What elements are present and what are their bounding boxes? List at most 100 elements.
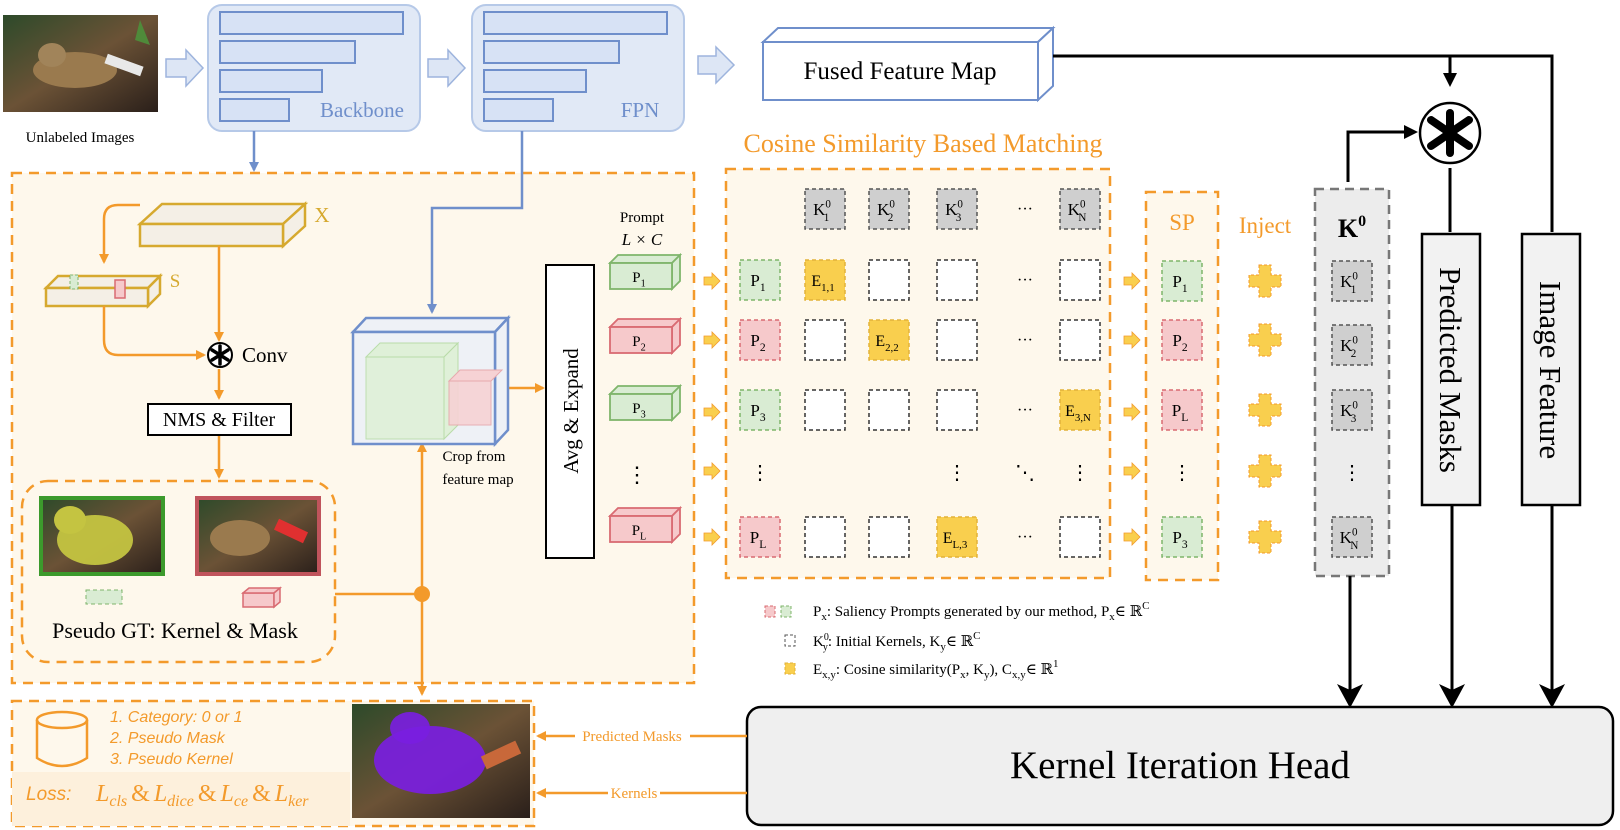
inject-label: Inject bbox=[1239, 213, 1292, 238]
matching-title: Cosine Similarity Based Matching bbox=[744, 129, 1103, 158]
inject-icon-5 bbox=[1248, 520, 1282, 554]
legend-line-3: Ex,y: Cosine similarity(Px, Ky), Cx,y∈ ℝ… bbox=[813, 658, 1059, 681]
loss-band bbox=[12, 772, 350, 826]
matching-prompt-2 bbox=[739, 319, 781, 361]
matching-vdots-col3: ⋮ bbox=[947, 462, 967, 484]
match-cell-2-1 bbox=[804, 319, 846, 361]
match-cell-3-3 bbox=[936, 389, 978, 431]
k0-region bbox=[1313, 187, 1391, 578]
match-cell-1-1 bbox=[804, 259, 846, 301]
row-arrow-5-2 bbox=[1123, 528, 1141, 546]
row-hdots-2: ··· bbox=[1017, 332, 1033, 349]
loss-item-1: 1. Category: 0 or 1 bbox=[110, 709, 243, 726]
matching-prompt-1 bbox=[739, 259, 781, 301]
legend-line-1: Px: Saliency Prompts generated by our me… bbox=[813, 600, 1149, 623]
row-arrows bbox=[703, 272, 1141, 546]
matching-ddots: ⋱ bbox=[1015, 462, 1035, 484]
loss-prefix: Loss: bbox=[26, 784, 71, 805]
loss-items: 1. Category: 0 or 1 2. Pseudo Mask 3. Ps… bbox=[109, 709, 243, 768]
prompt-title: Prompt bbox=[620, 210, 665, 226]
fpn-block bbox=[471, 4, 685, 132]
prompt-label-1: P1 bbox=[632, 270, 645, 290]
left-orange-connectors bbox=[99, 203, 545, 696]
image-feature-label: Image Feature bbox=[1533, 281, 1568, 459]
matching-vdots-colN: ⋮ bbox=[1070, 462, 1090, 484]
x-label: X bbox=[314, 203, 329, 227]
pseudo-kernel-green bbox=[85, 589, 123, 605]
row-arrow-2-1 bbox=[703, 331, 721, 349]
predicted-masks-label: Predicted Masks bbox=[1433, 267, 1468, 473]
matching-prompt-label-4: PL bbox=[750, 528, 767, 551]
match-cell-3-4 bbox=[1059, 389, 1101, 431]
conv-icon bbox=[207, 342, 233, 368]
match-cell-4-3 bbox=[936, 516, 978, 558]
prompt-cube-1: P1 bbox=[607, 252, 683, 292]
sp-region bbox=[1144, 190, 1220, 582]
avg-expand-label: Avg & Expand bbox=[559, 348, 583, 474]
predicted-masks-box bbox=[1420, 232, 1482, 507]
row-arrow-4-1 bbox=[703, 462, 721, 480]
matching-vdots-prompt: ⋮ bbox=[750, 462, 770, 484]
fused-label: Fused Feature Map bbox=[803, 58, 996, 85]
legend: Px: Saliency Prompts generated by our me… bbox=[764, 600, 1149, 681]
head-label: Kernel Iteration Head bbox=[1010, 744, 1350, 787]
predicted-mask-image bbox=[352, 704, 530, 818]
x-feature-box bbox=[136, 201, 309, 249]
kernel-iteration-head bbox=[745, 705, 1615, 827]
row-arrow-2-2 bbox=[1123, 331, 1141, 349]
crop-label-line2: feature map bbox=[442, 472, 513, 488]
k0-item-1 bbox=[1331, 260, 1373, 302]
hollow-arrow-3 bbox=[697, 45, 736, 85]
fused-feature-map bbox=[760, 25, 1056, 103]
match-cell-1-2 bbox=[868, 259, 910, 301]
s-label: S bbox=[170, 271, 181, 292]
matching-prompt-label-1: P1 bbox=[750, 271, 765, 294]
similarity-label-1: E1,1 bbox=[811, 273, 834, 294]
pseudo-mask-image-green bbox=[39, 496, 165, 576]
match-cell-4-4 bbox=[1059, 516, 1101, 558]
k0-item-4 bbox=[1331, 516, 1373, 558]
prompt-label-2: P2 bbox=[632, 334, 645, 354]
prompt-vdots: ⋮ bbox=[626, 462, 648, 487]
kernel-header-3 bbox=[936, 188, 978, 230]
prompt-cube-2: P2 bbox=[607, 316, 683, 356]
kernel-header-2 bbox=[868, 188, 910, 230]
junction-dot bbox=[414, 586, 430, 602]
matching-prompt-label-2: P2 bbox=[750, 331, 765, 354]
row-arrow-1-1 bbox=[703, 272, 721, 290]
kernels-arrow-label-bg bbox=[608, 783, 660, 801]
match-cell-1-3 bbox=[936, 259, 978, 301]
row-hdots-4: ··· bbox=[1017, 529, 1033, 546]
row-arrow-5-1 bbox=[703, 528, 721, 546]
backbone-label: Backbone bbox=[320, 98, 404, 122]
sp-vdots: ⋮ bbox=[1172, 462, 1192, 484]
prompt-label-4: PL bbox=[632, 523, 647, 543]
row-hdots-3: ··· bbox=[1017, 402, 1033, 419]
similarity-label-3: E3,N bbox=[1065, 403, 1091, 424]
similarity-label-4: EL,3 bbox=[943, 530, 968, 551]
conv-label: Conv bbox=[242, 343, 288, 367]
k0-item-3 bbox=[1331, 389, 1373, 431]
match-cell-2-3 bbox=[936, 319, 978, 361]
backbone-block bbox=[207, 4, 421, 132]
inject-icon-3 bbox=[1248, 393, 1282, 427]
row-arrow-3-1 bbox=[703, 403, 721, 421]
row-arrow-3-2 bbox=[1123, 403, 1141, 421]
sp-item-2 bbox=[1161, 319, 1203, 361]
loss-formula: Lcls&Ldice&Lce&Lker bbox=[95, 781, 309, 810]
inject-icon-1 bbox=[1248, 264, 1282, 298]
sp-item-label-2: P2 bbox=[1172, 331, 1187, 354]
hollow-arrow-1 bbox=[165, 48, 205, 88]
input-caption: Unlabeled Images bbox=[26, 130, 135, 146]
matching-prompt-4 bbox=[739, 516, 781, 558]
similarity-label-2: E2,2 bbox=[875, 333, 898, 354]
